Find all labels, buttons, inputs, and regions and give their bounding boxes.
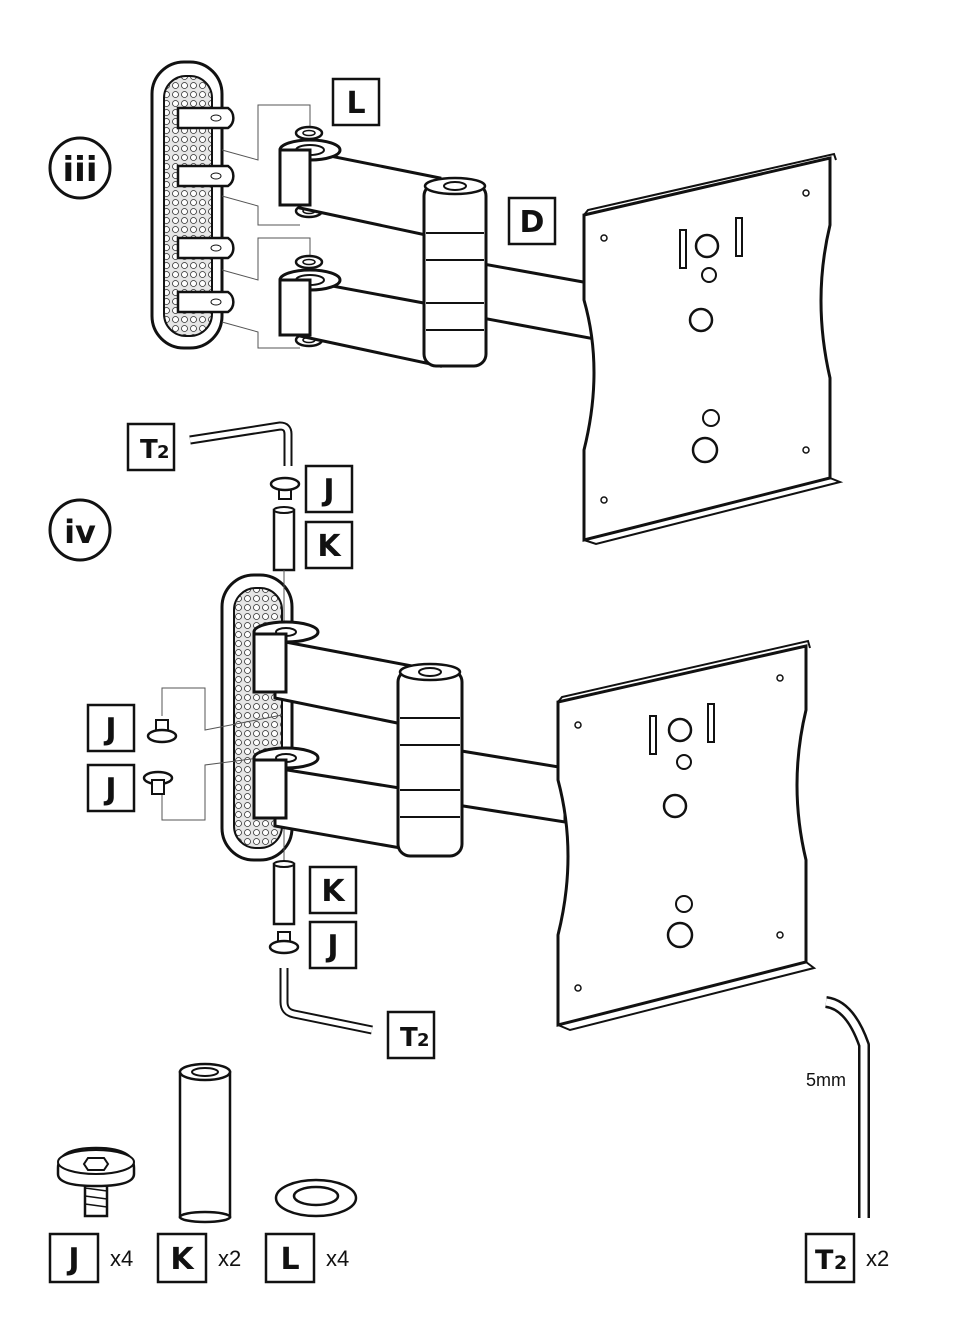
svg-text:L: L bbox=[346, 86, 365, 121]
svg-text:2: 2 bbox=[834, 1252, 847, 1274]
part-qty-K: x2 bbox=[218, 1246, 241, 1271]
tv-plate-iii bbox=[584, 154, 840, 544]
svg-text:2: 2 bbox=[157, 442, 170, 463]
svg-text:K: K bbox=[170, 1242, 195, 1277]
spacer-K-top bbox=[274, 507, 294, 570]
svg-text:J: J bbox=[103, 712, 116, 747]
part-T2-illustration bbox=[826, 1002, 864, 1218]
step-iv-label: iv bbox=[64, 513, 96, 551]
svg-text:T: T bbox=[400, 1023, 418, 1053]
step-iv-marker: iv bbox=[50, 500, 110, 560]
label-K-bottom: K bbox=[310, 867, 356, 913]
part-label-T2: T 2 x2 bbox=[806, 1234, 889, 1282]
hex-key-bottom bbox=[284, 968, 372, 1030]
spacer-K-bottom bbox=[274, 861, 294, 924]
part-L-illustration bbox=[276, 1180, 356, 1216]
screw-J-side-lower bbox=[144, 772, 172, 794]
part-qty-L: x4 bbox=[326, 1246, 349, 1271]
label-J-side-upper: J bbox=[88, 705, 134, 751]
arm-assembly-iv bbox=[254, 622, 565, 856]
svg-text:K: K bbox=[321, 874, 346, 909]
label-L-iii: L bbox=[333, 79, 379, 125]
tv-plate-iv bbox=[558, 641, 814, 1030]
screw-J-bottom bbox=[270, 932, 298, 953]
screw-J-top bbox=[271, 478, 299, 499]
step-iii-label: iii bbox=[63, 150, 98, 190]
label-D-iii: D bbox=[509, 198, 555, 244]
part-label-L: L x4 bbox=[266, 1234, 349, 1282]
svg-text:J: J bbox=[103, 772, 116, 807]
svg-text:K: K bbox=[317, 529, 342, 564]
part-qty-T2: x2 bbox=[866, 1246, 889, 1271]
part-J-illustration bbox=[58, 1148, 134, 1216]
label-J-side-lower: J bbox=[88, 765, 134, 811]
svg-text:2: 2 bbox=[417, 1030, 430, 1051]
hex-key-top bbox=[190, 426, 288, 466]
svg-text:D: D bbox=[520, 205, 545, 240]
svg-text:T: T bbox=[815, 1245, 834, 1276]
screw-J-side-upper bbox=[148, 720, 176, 742]
svg-text:L: L bbox=[280, 1242, 299, 1277]
part-label-J: J x4 bbox=[50, 1234, 133, 1282]
part-K-illustration bbox=[180, 1064, 230, 1222]
svg-text:J: J bbox=[321, 473, 334, 508]
svg-text:J: J bbox=[66, 1242, 79, 1277]
label-T2-bottom: T 2 bbox=[388, 1012, 434, 1058]
svg-text:T: T bbox=[140, 435, 158, 465]
label-J-bottom: J bbox=[310, 922, 356, 968]
label-T2-top: T 2 bbox=[128, 424, 174, 470]
hex-key-size-label: 5mm bbox=[806, 1070, 846, 1090]
label-J-top: J bbox=[306, 466, 352, 512]
svg-text:J: J bbox=[325, 929, 338, 964]
part-label-K: K x2 bbox=[158, 1234, 241, 1282]
wall-bracket-iii bbox=[152, 62, 233, 348]
part-qty-J: x4 bbox=[110, 1246, 133, 1271]
arm-assembly-iii bbox=[280, 140, 600, 366]
step-iii-marker: iii bbox=[50, 138, 110, 198]
label-K-top: K bbox=[306, 522, 352, 568]
